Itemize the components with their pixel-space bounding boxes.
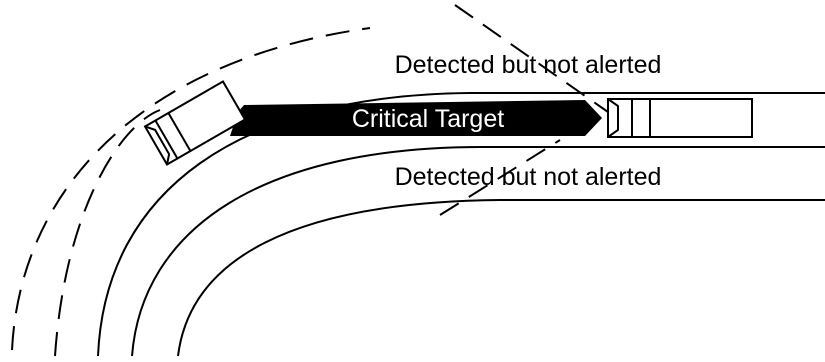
target-vehicle (607, 98, 753, 138)
road-edge-middle (131, 145, 825, 357)
outer-dashed-arc (11, 27, 371, 351)
detection-boundary-line (454, 4, 609, 113)
detection-boundary-line-lower (439, 139, 561, 216)
critical-target-label: Critical Target (352, 105, 504, 133)
detected-label-bottom: Detected but not alerted (395, 163, 662, 191)
detected-label-top: Detected but not alerted (395, 51, 662, 79)
road-edge-inner (177, 199, 825, 357)
inner-dashed-arc (54, 109, 161, 357)
critical-target-beam (230, 100, 602, 136)
road-edge-outer (97, 92, 825, 357)
host-vehicle (143, 80, 247, 166)
